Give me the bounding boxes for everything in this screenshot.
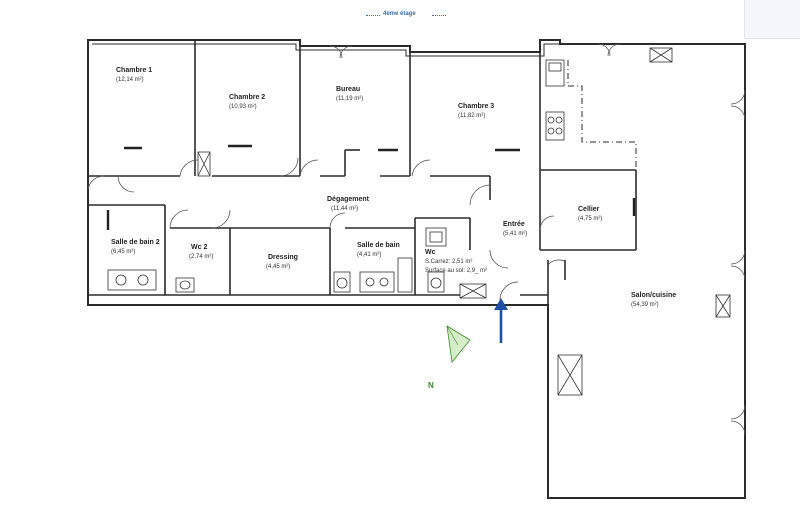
room-area-sdb: (4,41 m²) xyxy=(357,252,382,258)
room-name-wc: Wc xyxy=(425,249,436,256)
floor-label: 4ème étage xyxy=(383,11,416,17)
floor-label-line-right xyxy=(432,15,446,16)
north-label: N xyxy=(428,381,434,390)
wc-floor-note: Surface au sol: 2,9_ m² xyxy=(425,268,488,274)
closet-marks xyxy=(106,144,636,230)
entrance-arrow xyxy=(494,298,508,343)
north-compass xyxy=(446,325,471,363)
room-name-chambre2: Chambre 2 xyxy=(229,94,266,101)
kitchen-dashed-outline xyxy=(567,60,637,168)
room-name-salon: Salon/cuisine xyxy=(631,292,677,299)
page-edge-panel xyxy=(744,0,800,39)
room-area-chambre1: (12,14 m²) xyxy=(116,77,144,83)
room-area-chambre2: (10,93 m²) xyxy=(229,104,257,110)
room-name-bureau: Bureau xyxy=(336,86,361,93)
room-area-wc2: (2,74 m²) xyxy=(189,254,214,260)
bathroom-fixtures xyxy=(107,227,447,293)
wc-carrez-note: S.Carrez: 2,51 m² xyxy=(425,259,473,265)
room-name-dressing: Dressing xyxy=(268,254,298,261)
room-name-cellier: Cellier xyxy=(578,206,600,213)
room-area-salon: (54,39 m²) xyxy=(631,302,659,308)
room-name-chambre3: Chambre 3 xyxy=(458,103,495,110)
room-area-sdb2: (6,45 m²) xyxy=(111,249,136,255)
room-area-cellier: (4,75 m²) xyxy=(578,216,603,222)
room-area-entree: (5,41 m²) xyxy=(503,231,528,237)
room-name-chambre1: Chambre 1 xyxy=(116,67,153,74)
room-area-degagement: (11,44 m²) xyxy=(331,206,359,212)
door-swings xyxy=(87,43,746,436)
room-name-degagement: Dégagement xyxy=(327,196,370,203)
kitchen-fixtures xyxy=(545,59,565,141)
room-name-wc2: Wc 2 xyxy=(191,244,208,251)
room-area-dressing: (4,45 m²) xyxy=(266,264,291,270)
outer-walls xyxy=(87,39,746,499)
room-name-sdb2: Salle de bain 2 xyxy=(111,239,160,246)
room-area-bureau: (11,19 m²) xyxy=(336,96,364,102)
ventilation-shafts xyxy=(197,47,731,396)
floor-label-line-left xyxy=(366,15,380,16)
interior-walls xyxy=(88,40,637,305)
room-name-entree: Entrée xyxy=(503,221,525,228)
room-area-chambre3: (11,82 m²) xyxy=(458,113,486,119)
room-name-sdb: Salle de bain xyxy=(357,242,400,249)
